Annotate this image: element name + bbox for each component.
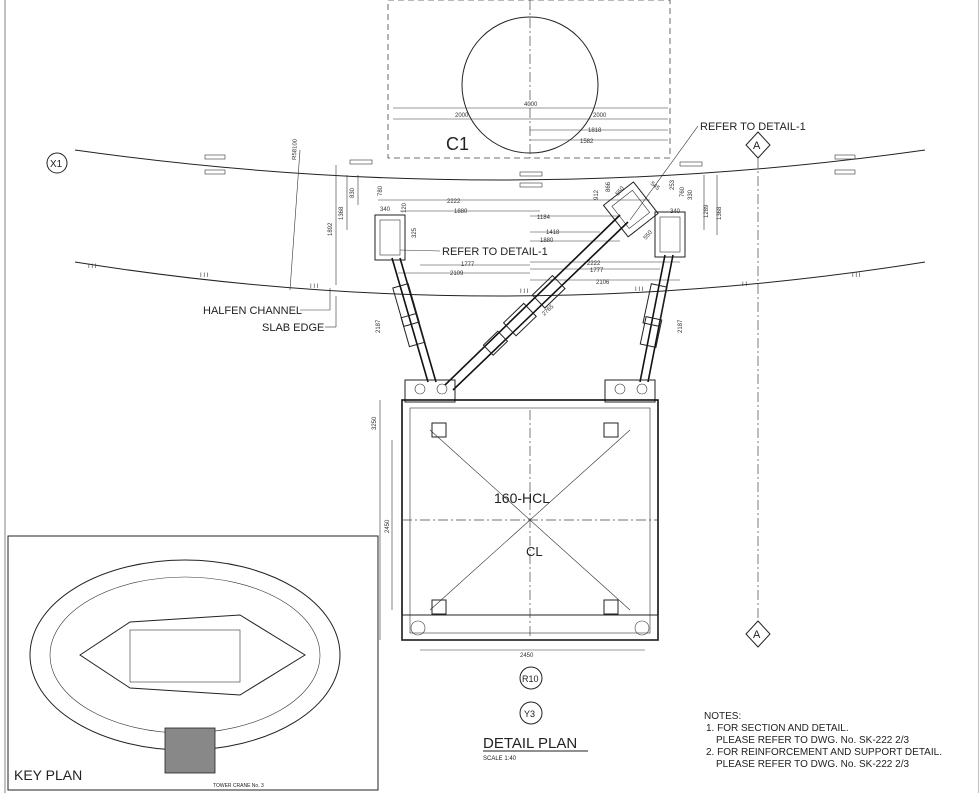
grid-label-x1: X1: [50, 159, 63, 170]
dim-2109: 2109: [450, 271, 464, 277]
dim-2222-right: 2222: [587, 261, 601, 267]
svg-text:I I I: I I I: [88, 264, 97, 270]
dim-325: 325: [412, 227, 418, 238]
svg-text:I I I: I I I: [635, 287, 644, 293]
grid-label-r10: R10: [522, 674, 539, 684]
dim-2000-right: 2000: [593, 113, 607, 119]
dim-1777-right: 1777: [590, 268, 604, 274]
bracket-dimensions: 2222 1880 1184 1418 1880 1777 2109 2222 …: [328, 165, 723, 286]
dim-2000-left: 2000: [455, 113, 469, 119]
column-c1: C1: [387, 0, 671, 159]
key-plan-title: KEY PLAN: [14, 767, 82, 783]
svg-text:I I I: I I I: [200, 273, 209, 279]
halfen-channel-label: HALFEN CHANNEL: [203, 305, 302, 317]
svg-text:I I I: I I I: [520, 289, 529, 295]
dim-2765: 2765: [541, 304, 555, 318]
svg-text:I I I: I I I: [852, 273, 861, 279]
slab-edge-label: SLAB EDGE: [262, 322, 324, 334]
dim-1418: 1418: [546, 230, 560, 236]
dim-2187-left: 2187: [376, 319, 382, 333]
refer-detail-top: REFER TO DETAIL-1: [700, 121, 806, 133]
dim-330: 330: [688, 189, 694, 200]
title-block: DETAIL PLAN SCALE 1:40: [483, 735, 588, 762]
dim-866: 866: [606, 181, 612, 192]
note-2-line-2: PLEASE REFER TO DWG. No. SK-222 2/3: [716, 759, 909, 770]
notes-heading: NOTES:: [704, 711, 741, 722]
dim-1368-right: 1368: [717, 206, 723, 220]
crane-label: 160-HCL: [494, 490, 550, 506]
dim-1582: 1582: [580, 139, 594, 145]
dim-253: 253: [670, 179, 676, 190]
grid-label-a-top: A: [753, 140, 761, 152]
dim-1880-top: 1880: [454, 209, 468, 215]
dim-1880-mid: 1880: [540, 238, 554, 244]
dim-1289: 1289: [704, 204, 710, 218]
grid-label-a-bottom: A: [753, 629, 761, 641]
dim-1818: 1818: [588, 128, 602, 134]
top-dimensions: 4000 2000 2000 1818 1582: [393, 102, 668, 145]
title-scale: SCALE 1:40: [483, 756, 517, 762]
centerline-label: CL: [526, 544, 543, 559]
dim-2187-right: 2187: [678, 319, 684, 333]
wall-brackets: [374, 181, 686, 261]
grid-a-bottom: A: [745, 620, 771, 648]
dim-4000: 4000: [524, 102, 538, 108]
dim-340-left: 340: [380, 207, 391, 213]
grid-x1: X1: [46, 152, 68, 174]
dim-3250: 3250: [372, 416, 378, 430]
note-1-line-1: 1. FOR SECTION AND DETAIL.: [706, 723, 849, 734]
refer-detail-mid: REFER TO DETAIL-1: [442, 246, 548, 258]
dim-545: 545: [649, 181, 661, 192]
dim-830: 830: [350, 187, 356, 198]
slab-labels: HALFEN CHANNEL SLAB EDGE: [203, 288, 337, 334]
dim-550-mid: 550: [643, 229, 654, 241]
sheet-border: [4, 0, 979, 793]
dim-2106: 2106: [596, 280, 610, 286]
refer-detail-labels: REFER TO DETAIL-1 REFER TO DETAIL-1: [399, 121, 806, 258]
note-2-line-1: 2. FOR REINFORCEMENT AND SUPPORT DETAIL.: [706, 747, 942, 758]
dim-120: 120: [402, 202, 408, 213]
dim-2222-top: 2222: [447, 199, 461, 205]
note-1-line-2: PLEASE REFER TO DWG. No. SK-222 2/3: [716, 735, 909, 746]
svg-text:I I I: I I I: [310, 284, 319, 290]
dim-1777-left: 1777: [461, 262, 475, 268]
dim-r58100: R58100: [292, 138, 299, 160]
crane-base-160-hcl: 160-HCL CL 3250 2450 2450: [372, 379, 659, 659]
dim-1368-left: 1368: [339, 206, 345, 220]
dim-780-left: 780: [378, 185, 384, 196]
halfen-channel-marks: I I I I I I I I I I I I I I I I I I I I: [88, 154, 861, 295]
title-detail-plan: DETAIL PLAN: [483, 735, 577, 752]
column-label-c1: C1: [446, 134, 469, 154]
dim-550-top: 550: [615, 185, 626, 197]
dim-912: 912: [594, 189, 600, 200]
slab-edges: R58100: [74, 138, 926, 297]
dim-2450-horizontal: 2450: [520, 653, 534, 659]
key-plan-caption: TOWER CRANE No. 3: [213, 783, 264, 789]
grid-label-y3: Y3: [524, 709, 535, 719]
grid-y3: Y3: [519, 701, 543, 725]
grid-r10: R10: [519, 666, 543, 690]
notes: NOTES: 1. FOR SECTION AND DETAIL. PLEASE…: [704, 711, 942, 770]
svg-text:I I: I I: [742, 282, 747, 288]
dim-760: 760: [680, 186, 686, 197]
dim-1892: 1892: [328, 222, 334, 236]
dim-1184: 1184: [537, 215, 551, 221]
grid-a-top: A: [745, 131, 771, 622]
key-plan: KEY PLAN TOWER CRANE No. 3: [7, 535, 379, 791]
tie-arms: 2187 2187 2765: [376, 214, 684, 391]
dim-2450-vertical: 2450: [385, 519, 391, 533]
